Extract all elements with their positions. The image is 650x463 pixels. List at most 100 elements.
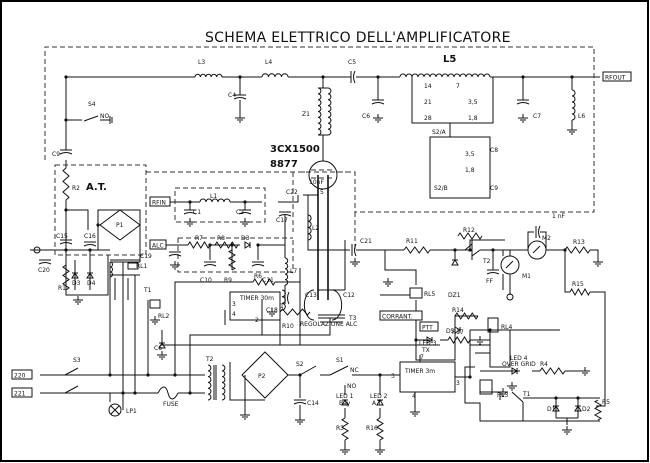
label-R17: R17 bbox=[452, 329, 464, 336]
capacitor-C15 bbox=[59, 239, 73, 245]
capacitor-C11 bbox=[251, 261, 265, 267]
diode-D3 bbox=[244, 241, 251, 249]
meter-M2-needle bbox=[532, 245, 541, 254]
connector-hv-output bbox=[33, 246, 41, 254]
resistor-R5 bbox=[593, 399, 603, 421]
dashed-shield-1 bbox=[54, 164, 147, 256]
meter-M2-bypass bbox=[527, 231, 547, 250]
wire-17 bbox=[109, 262, 124, 410]
connector-alc-label: ALC bbox=[152, 243, 164, 250]
connector-ptt: PTT bbox=[419, 321, 439, 332]
label-RL4: RL4 bbox=[501, 324, 513, 331]
label-NO_S4: NO bbox=[100, 113, 109, 120]
diode-D5 bbox=[454, 326, 461, 334]
inductor-L5a bbox=[399, 73, 431, 78]
connector-corrant-box bbox=[379, 310, 423, 321]
resistor-R9 bbox=[227, 249, 237, 271]
label-LP1: LP1 bbox=[126, 408, 137, 415]
label-LED4: LED 4 bbox=[510, 355, 528, 362]
resistor-R14 bbox=[454, 312, 479, 320]
label-C4: C4 bbox=[228, 92, 236, 99]
label-R12: R12 bbox=[463, 227, 475, 234]
label-C15: C15 bbox=[56, 233, 68, 240]
connector-mains-220-label: 220 bbox=[14, 373, 26, 380]
label-TX: TX bbox=[421, 347, 430, 354]
wire-24 bbox=[464, 366, 600, 422]
junction-dot bbox=[188, 391, 192, 395]
label-R10: R10 bbox=[282, 323, 294, 330]
wire-18 bbox=[134, 268, 440, 393]
label-S1: S1 bbox=[336, 357, 344, 364]
ground-icon bbox=[73, 296, 83, 305]
junction-dot bbox=[576, 396, 580, 400]
label-R3: R3 bbox=[336, 425, 344, 432]
capacitor-1nF bbox=[535, 225, 541, 239]
label-t3: 3 bbox=[232, 301, 236, 308]
dashed-shield-0 bbox=[44, 46, 595, 213]
ground-icon bbox=[350, 258, 360, 267]
label-C21: C21 bbox=[360, 238, 372, 245]
choke-Z1b bbox=[327, 87, 332, 136]
label-R7: R7 bbox=[195, 235, 203, 242]
led-LED3 bbox=[426, 336, 433, 344]
relay-RL5 bbox=[409, 287, 423, 299]
ground-icon bbox=[562, 426, 572, 435]
tube-type-1: 3CX1500 bbox=[270, 144, 320, 155]
resistor-R11 bbox=[403, 246, 431, 254]
resistor-R6 bbox=[252, 278, 276, 286]
ground-icon bbox=[240, 411, 250, 420]
label-C7: C7 bbox=[533, 113, 541, 120]
label-NC: NC bbox=[350, 367, 359, 374]
ground-icon bbox=[373, 114, 383, 123]
tube-cathode-leads bbox=[317, 175, 329, 300]
inductor-L6 bbox=[571, 89, 576, 121]
resistor-R3 bbox=[341, 417, 349, 441]
relay-RL3 bbox=[479, 379, 493, 395]
label-sw18b: 1,8 bbox=[465, 167, 475, 174]
label-C13: C13 bbox=[305, 292, 317, 299]
label-sw14: 14 bbox=[424, 83, 432, 90]
label-sw18a: 1,8 bbox=[468, 115, 478, 122]
ground-icon bbox=[235, 114, 245, 123]
label-R1: R1 bbox=[58, 285, 66, 292]
capacitor-C16 bbox=[83, 241, 97, 247]
dashed-shield-4 bbox=[174, 187, 266, 223]
junction-dot bbox=[108, 373, 112, 377]
label-C22: C22 bbox=[286, 189, 298, 196]
label-L5: L5 bbox=[443, 54, 456, 65]
capacitor-C18 bbox=[284, 291, 290, 305]
label-sw35a: 3,5 bbox=[468, 99, 478, 106]
label-R6: R6 bbox=[254, 273, 262, 280]
connector-mains-221-label: 221 bbox=[14, 391, 26, 398]
inductor-L3 bbox=[194, 73, 223, 78]
label-sw28: 28 bbox=[424, 115, 432, 122]
label-R13: R13 bbox=[573, 239, 585, 246]
ground-icon bbox=[267, 308, 277, 317]
connector-alc: ALC bbox=[149, 239, 167, 250]
label-AT2: A.T. bbox=[372, 400, 383, 407]
wire-25 bbox=[511, 391, 600, 425]
junction-dot bbox=[491, 248, 495, 252]
label-D5: D5 bbox=[446, 328, 455, 335]
resistor-R15 bbox=[569, 287, 591, 297]
junction-dot bbox=[554, 396, 558, 400]
transformer-T3 bbox=[318, 314, 345, 323]
relay-RL4 bbox=[487, 317, 499, 333]
junction-dot bbox=[173, 373, 177, 377]
meter-M1-terminal bbox=[506, 293, 514, 301]
connector-rf-in: RFIN bbox=[149, 196, 171, 207]
label-TIMER3: TIMER 3m bbox=[404, 368, 435, 375]
connector-rf-in-label: RFIN bbox=[152, 200, 166, 207]
label-L2: L2 bbox=[312, 225, 319, 232]
connector-rf-in-box bbox=[149, 196, 171, 207]
ground-icon bbox=[593, 258, 603, 267]
wire-21 bbox=[344, 375, 381, 447]
capacitor-C6 bbox=[371, 99, 385, 105]
label-M1: M1 bbox=[522, 273, 531, 280]
label-C18: C18 bbox=[266, 307, 278, 314]
label-S2A: S2/A bbox=[432, 129, 447, 136]
label-S2B: S2/B bbox=[434, 185, 448, 192]
choke-Z1a bbox=[317, 87, 322, 136]
label-M2: M2 bbox=[542, 235, 551, 242]
label-u3b: 3 bbox=[456, 380, 460, 387]
